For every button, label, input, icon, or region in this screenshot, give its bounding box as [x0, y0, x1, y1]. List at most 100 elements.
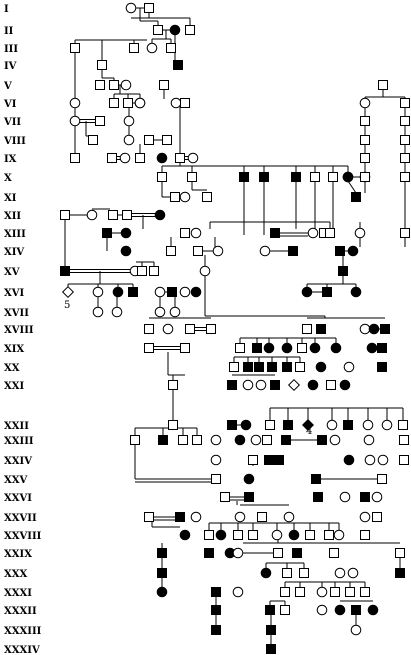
unaffected-unknown-sex: [287, 378, 301, 392]
unaffected-male: [166, 246, 176, 256]
unaffected-male: [137, 266, 147, 276]
unaffected-female: [329, 434, 341, 446]
unaffected-female: [255, 379, 267, 391]
affected-male: [244, 492, 254, 502]
generation-label: IX: [4, 154, 17, 165]
unaffected-male: [180, 228, 190, 238]
unaffected-female: [169, 306, 181, 318]
unaffected-male: [107, 153, 117, 163]
unaffected-male: [109, 98, 119, 108]
unaffected-female: [334, 567, 346, 579]
unaffected-male: [162, 135, 172, 145]
unaffected-female: [359, 323, 371, 335]
generation-label: XIV: [4, 247, 24, 258]
affected-female: [309, 342, 321, 354]
unaffected-male: [399, 435, 409, 445]
unaffected-male: [360, 530, 370, 540]
unaffected-male: [144, 343, 154, 353]
unaffected-female: [363, 434, 375, 446]
affected-female: [190, 286, 202, 298]
unaffected-male: [400, 153, 410, 163]
affected-male: [288, 246, 298, 256]
unaffected-male: [60, 210, 70, 220]
unaffected-female: [162, 323, 174, 335]
unaffected-male: [295, 362, 305, 372]
unaffected-female: [259, 245, 271, 257]
unaffected-female: [307, 227, 319, 239]
unaffected-female: [125, 2, 137, 14]
generation-label: VI: [3, 99, 17, 110]
generation-label: XXVI: [4, 493, 32, 504]
affected-female: [234, 434, 246, 446]
affected-male: [239, 172, 249, 182]
unaffected-male: [170, 192, 180, 202]
unaffected-male: [229, 362, 239, 372]
unaffected-male: [159, 80, 169, 90]
unaffected-male: [400, 98, 410, 108]
generation-label: X: [4, 173, 12, 184]
unaffected-female: [232, 547, 244, 559]
unaffected-female: [364, 454, 376, 466]
generation-label: XIII: [4, 229, 26, 240]
affected-male: [128, 287, 138, 297]
unaffected-male: [324, 530, 334, 540]
generation-label: XXVII: [4, 513, 37, 524]
affected-male: [175, 512, 185, 522]
affected-male: [211, 587, 221, 597]
generation-label: I: [4, 4, 9, 15]
affected-male: [266, 625, 276, 635]
unaffected-male: [187, 172, 197, 182]
unaffected-male: [178, 435, 188, 445]
unaffected-male: [273, 548, 283, 558]
affected-unknown-sex: [301, 418, 315, 432]
unaffected-male: [144, 512, 154, 522]
unaffected-male: [168, 420, 178, 430]
unaffected-female: [234, 511, 246, 523]
unaffected-male: [175, 153, 185, 163]
affected-male: [281, 435, 291, 445]
affected-female: [350, 286, 362, 298]
unaffected-female: [359, 97, 371, 109]
unaffected-male: [248, 530, 258, 540]
unaffected-female: [271, 529, 283, 541]
affected-male: [267, 362, 277, 372]
generation-label: XII: [4, 211, 21, 222]
unaffected-male: [305, 530, 315, 540]
unaffected-male: [400, 172, 410, 182]
affected-male: [259, 172, 269, 182]
unaffected-male: [130, 435, 140, 445]
affected-male: [377, 343, 387, 353]
affected-male: [274, 455, 284, 465]
unaffected-male: [149, 266, 159, 276]
affected-male: [265, 605, 275, 615]
unaffected-female: [86, 209, 98, 221]
unaffected-male: [70, 153, 80, 163]
affected-male: [380, 324, 390, 334]
unaffected-male: [329, 548, 339, 558]
unaffected-female: [339, 491, 351, 503]
affected-female: [154, 209, 166, 221]
generation-label: XXV: [4, 475, 28, 486]
affected-female: [366, 342, 378, 354]
affected-female: [179, 529, 191, 541]
unaffected-female: [347, 567, 359, 579]
affected-male: [157, 568, 167, 578]
generation-label: XX: [4, 363, 20, 374]
pedigree-individuals: [60, 2, 410, 654]
unaffected-female: [92, 306, 104, 318]
affected-male: [338, 266, 348, 276]
unaffected-male: [97, 60, 107, 70]
unaffected-male: [202, 192, 212, 202]
affected-female: [215, 529, 227, 541]
generation-label: XIX: [4, 344, 24, 355]
count-label-4: 4: [306, 426, 312, 437]
affected-male: [351, 605, 361, 615]
unaffected-male: [109, 80, 119, 90]
unaffected-male: [144, 3, 154, 13]
affected-male: [211, 625, 221, 635]
affected-female: [260, 567, 272, 579]
unaffected-female: [154, 306, 166, 318]
unaffected-female: [242, 379, 254, 391]
unaffected-female: [250, 434, 262, 446]
